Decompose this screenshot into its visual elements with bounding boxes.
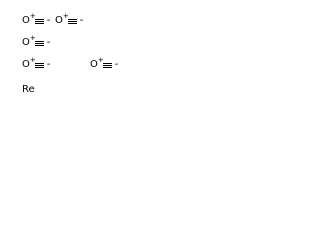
carbonyl-ligand-4: O + - <box>22 56 51 73</box>
oxygen-atom: O <box>55 15 63 26</box>
negative-charge: - <box>114 59 119 70</box>
oxygen-atom: O <box>22 37 30 48</box>
oxygen-atom: O <box>90 59 98 70</box>
negative-charge: - <box>79 15 84 26</box>
rhenium-atom: Re <box>22 84 35 95</box>
triple-bond-icon <box>102 61 113 71</box>
negative-charge: - <box>46 15 51 26</box>
structure-canvas: O + - O + - O + - O + - O + <box>0 0 148 108</box>
carbonyl-ligand-1: O + - <box>22 12 51 29</box>
carbonyl-ligand-3: O + - <box>22 34 51 51</box>
carbonyl-ligand-2: O + - <box>55 12 84 29</box>
positive-charge: + <box>62 12 69 20</box>
positive-charge: + <box>29 56 36 64</box>
carbonyl-ligand-5: O + - <box>90 56 119 73</box>
triple-bond-icon <box>34 39 45 49</box>
positive-charge: + <box>97 56 104 64</box>
positive-charge: + <box>29 34 36 42</box>
negative-charge: - <box>46 37 51 48</box>
oxygen-atom: O <box>22 59 30 70</box>
negative-charge: - <box>46 59 51 70</box>
positive-charge: + <box>29 12 36 20</box>
triple-bond-icon <box>34 61 45 71</box>
triple-bond-icon <box>34 17 45 27</box>
triple-bond-icon <box>67 17 78 27</box>
oxygen-atom: O <box>22 15 30 26</box>
